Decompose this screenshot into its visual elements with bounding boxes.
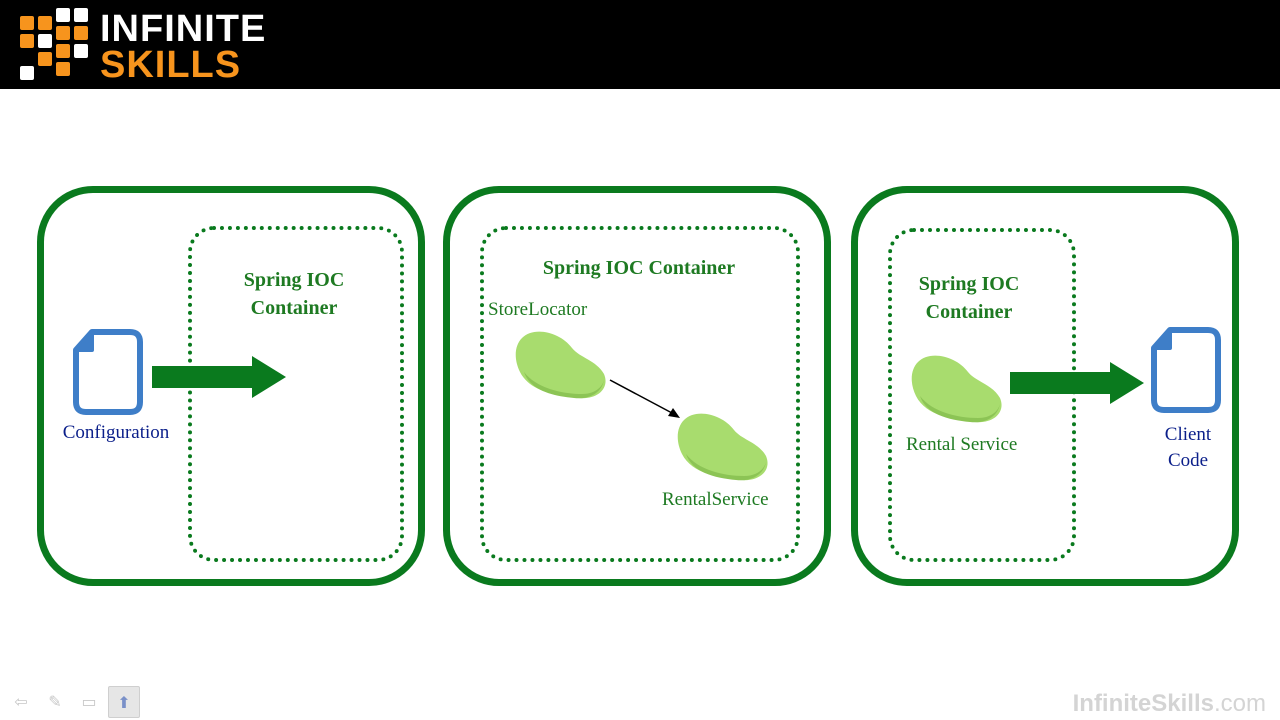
client-code-label-line2: Code <box>1167 450 1209 471</box>
document-icon <box>1151 327 1221 413</box>
bean-icon-rental-service <box>911 355 1002 423</box>
container-title-1: Spring IOC Container <box>243 269 345 319</box>
slides-menu-icon[interactable]: ▭ <box>81 691 97 711</box>
document-icon <box>73 329 143 415</box>
ioc-container-3 <box>888 228 1076 562</box>
panel-client-access <box>851 186 1239 586</box>
logo-text-infinite: INFINITE <box>100 8 267 50</box>
container-title-2: Spring IOC Container <box>542 257 736 279</box>
client-code-label-line1: Client <box>1164 424 1212 445</box>
watermark-suffix: .com <box>1213 690 1266 717</box>
infinite-skills-logo: INFINITE SKILLS <box>20 8 280 86</box>
back-arrow-icon[interactable]: ⇦ <box>14 691 28 711</box>
container-title-3: Spring IOC Container <box>918 273 1020 323</box>
bean-label-storelocator: StoreLocator <box>488 299 588 320</box>
ioc-container-2 <box>480 226 800 562</box>
watermark-main: InfiniteSkills <box>1072 690 1214 717</box>
pen-icon[interactable]: ✎ <box>48 691 62 711</box>
bean-icon-rentalservice <box>677 413 768 481</box>
dependency-arrow <box>609 379 680 418</box>
ioc-container-1 <box>188 226 404 562</box>
header-bar: INFINITE SKILLS <box>0 0 1280 89</box>
bean-label-rentalservice: RentalService <box>662 489 769 510</box>
panel-configuration <box>37 186 425 586</box>
watermark: InfiniteSkills.com <box>1073 690 1266 718</box>
bean-icon-storelocator <box>515 331 606 399</box>
configuration-label: Configuration <box>62 422 170 443</box>
arrow-right-icon <box>1010 362 1144 404</box>
navigation-icon[interactable]: ⬆ <box>108 686 140 718</box>
logo-text-skills: SKILLS <box>100 44 242 86</box>
bean-label-rental-service: Rental Service <box>906 434 1018 455</box>
panel-bean-wiring <box>443 186 831 586</box>
arrow-right-icon <box>152 356 286 398</box>
